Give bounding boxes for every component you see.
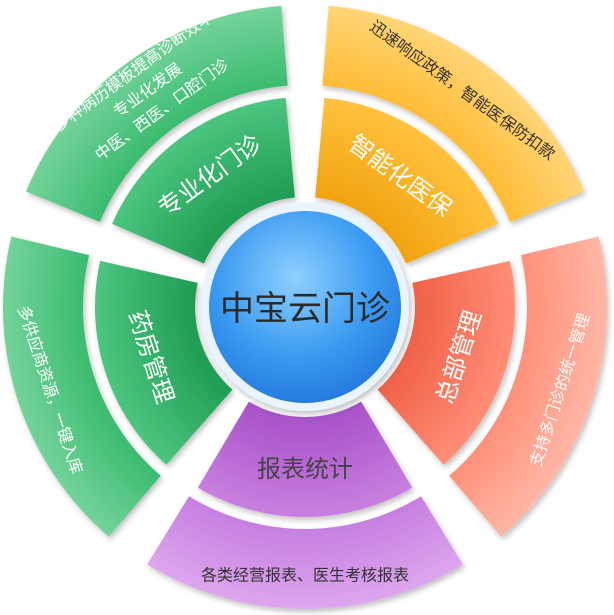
inner-segment-specialty — [112, 97, 295, 264]
outer-text-reports-1: 各类经营报表、医生考核报表 — [201, 566, 409, 585]
outer-segment-pharmacy — [3, 236, 161, 537]
outer-ring — [3, 5, 607, 609]
center-hub-disc — [209, 211, 401, 403]
outer-segment-hq — [449, 236, 607, 537]
inner-segment-hq — [377, 260, 515, 465]
outer-segment-specialty — [25, 5, 288, 223]
outer-segment-insurance — [322, 5, 585, 223]
inner-label-reports: 报表统计 — [257, 455, 353, 483]
inner-segment-reports — [197, 401, 413, 517]
inner-segment-insurance — [315, 97, 498, 264]
outer-segment-reports — [147, 496, 463, 609]
center-title: 中宝云门诊 — [220, 289, 390, 329]
inner-segment-pharmacy — [94, 260, 233, 465]
inner-ring — [94, 97, 515, 517]
center-hub: 中宝云门诊 — [201, 203, 409, 411]
